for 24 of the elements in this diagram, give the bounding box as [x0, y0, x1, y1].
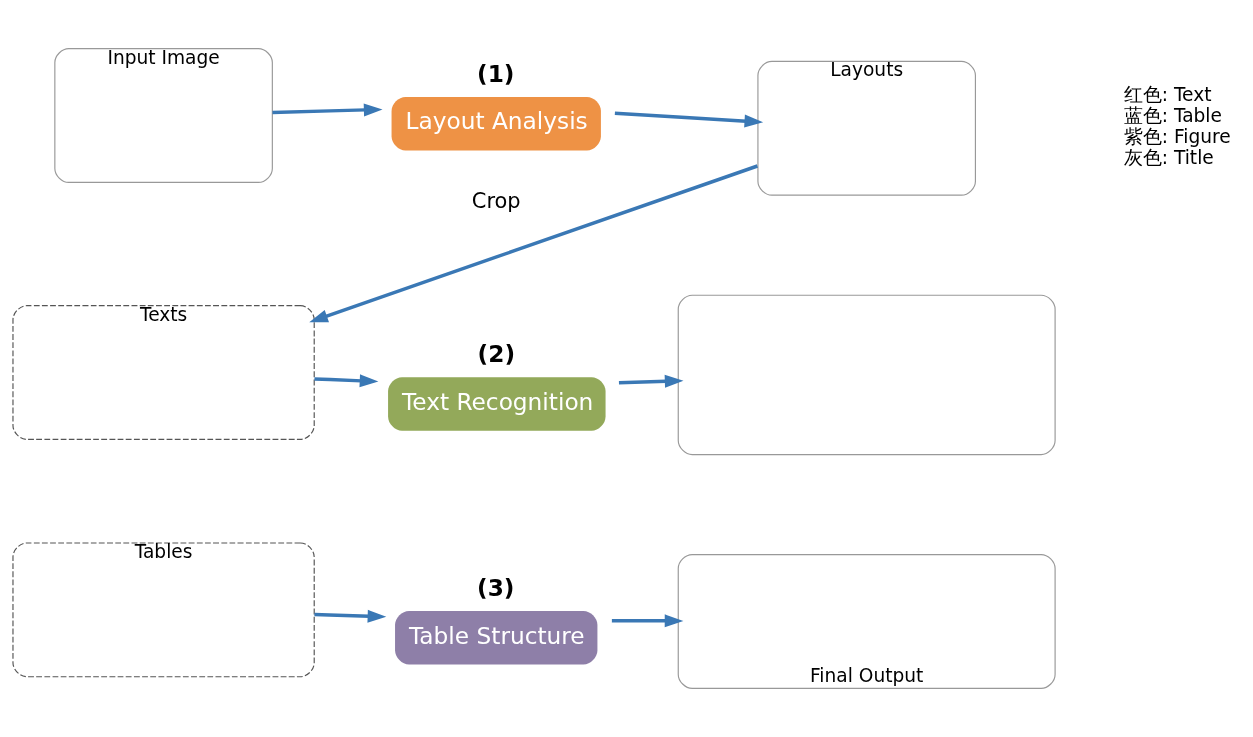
node-box — [677, 294, 1056, 456]
label: 红色: Text — [1123, 84, 1212, 106]
arrow — [614, 111, 764, 128]
node-box: Texts — [12, 305, 315, 441]
arrow — [272, 103, 383, 117]
label: 紫色: Figure — [1123, 126, 1231, 148]
node-box: Table Structure — [395, 611, 598, 665]
node-box: Text Recognition — [388, 377, 606, 431]
node-box: Tables — [12, 542, 315, 678]
node-box: Layouts — [757, 60, 976, 196]
arrow — [611, 614, 684, 628]
arrow — [314, 609, 387, 623]
node-label: (3) — [477, 573, 515, 601]
label: 蓝色: Table — [1123, 105, 1222, 127]
node-box: Layout Analysis — [391, 96, 601, 151]
node-label: (2) — [477, 340, 516, 368]
node-box: Final Output — [677, 554, 1056, 689]
edge-label: Crop — [471, 188, 521, 213]
node-box: Input Image — [54, 48, 273, 183]
arrow — [618, 374, 684, 388]
arrow — [309, 164, 758, 323]
node-label: (1) — [477, 59, 515, 87]
label: 灰色: Title — [1123, 147, 1214, 169]
arrow — [314, 374, 379, 388]
